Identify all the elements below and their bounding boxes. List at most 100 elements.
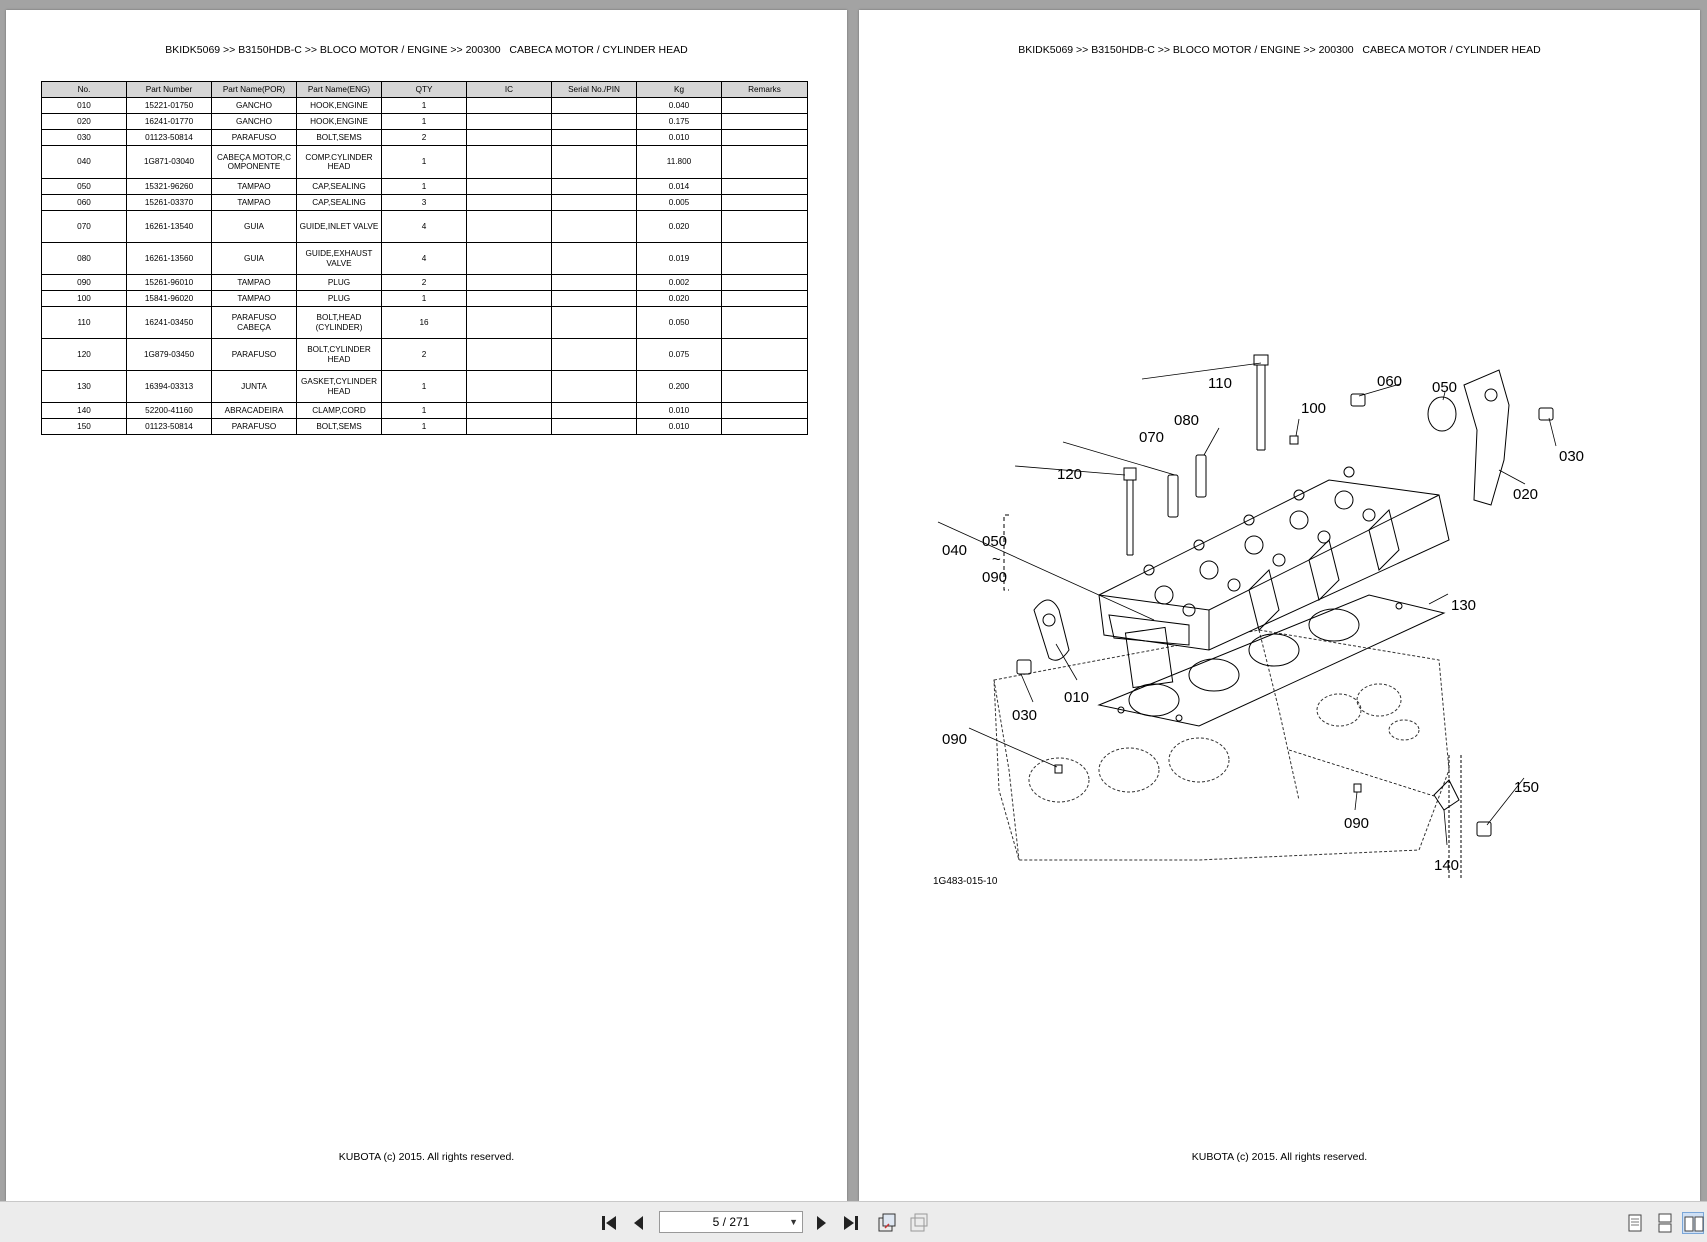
table-row: 080 16261-13560 GUIA GUIDE,EXHAUST VALVE…	[41, 242, 808, 275]
cell-part-number: 15221-01750	[126, 97, 212, 114]
cell-serial	[551, 274, 637, 291]
cell-name-eng: BOLT,HEAD (CYLINDER)	[296, 306, 382, 339]
exploded-parts-diagram: 010 020 030 030 040 050 ~ 090 050 060 07…	[933, 354, 1584, 887]
prev-page-icon[interactable]	[628, 1212, 650, 1234]
callout-080: 080	[1174, 412, 1199, 429]
cell-ic	[466, 306, 552, 339]
cell-remarks	[721, 338, 808, 371]
sealing-cap-large	[1427, 396, 1457, 432]
cell-no: 130	[41, 370, 127, 403]
column-header: IC	[466, 81, 552, 98]
cell-kg: 0.014	[636, 178, 722, 195]
cell-no: 010	[41, 97, 127, 114]
two-page-icon[interactable]	[1682, 1212, 1704, 1234]
callout-070: 070	[1139, 429, 1164, 446]
plug-090-side	[1353, 783, 1362, 793]
table-row: 070 16261-13540 GUIA GUIDE,INLET VALVE 4…	[41, 210, 808, 243]
cell-name-por: ABRACADEIRA	[211, 402, 297, 419]
callout-060: 060	[1377, 373, 1402, 390]
table-row: 090 15261-96010 TAMPAO PLUG 2 0.002	[41, 274, 808, 291]
sems-bolt-rear	[1538, 407, 1554, 421]
continuous-page-icon[interactable]	[1654, 1212, 1676, 1234]
first-page-icon[interactable]	[598, 1212, 620, 1234]
cell-name-por: JUNTA	[211, 370, 297, 403]
table-row: 060 15261-03370 TAMPAO CAP,SEALING 3 0.0…	[41, 194, 808, 211]
cell-no: 050	[41, 178, 127, 195]
engine-hook-front	[1033, 599, 1070, 661]
page-number-select[interactable]: 5 / 271 ▼	[659, 1211, 803, 1233]
chevron-down-icon[interactable]: ▼	[789, 1217, 798, 1227]
cell-name-eng: PLUG	[296, 290, 382, 307]
cell-remarks	[721, 274, 808, 291]
cell-kg: 0.010	[636, 402, 722, 419]
cell-remarks	[721, 290, 808, 307]
cell-remarks	[721, 194, 808, 211]
cell-part-number: 15261-03370	[126, 194, 212, 211]
cell-kg: 0.010	[636, 418, 722, 435]
table-header-row: No. Part Number Part Name(POR) Part Name…	[41, 81, 808, 98]
cell-ic	[466, 194, 552, 211]
cell-name-eng: BOLT,CYLINDER HEAD	[296, 338, 382, 371]
cell-remarks	[721, 113, 808, 130]
cell-name-eng: GUIDE,INLET VALVE	[296, 210, 382, 243]
table-row: 050 15321-96260 TAMPAO CAP,SEALING 1 0.0…	[41, 178, 808, 195]
cell-ic	[466, 418, 552, 435]
inlet-valve-guide	[1167, 474, 1179, 518]
cell-name-por: GUIA	[211, 210, 297, 243]
cell-name-eng: CLAMP,CORD	[296, 402, 382, 419]
cell-qty: 16	[381, 306, 467, 339]
table-row: 100 15841-96020 TAMPAO PLUG 1 0.020	[41, 290, 808, 307]
viewer-toolbar: 5 / 271 ▼	[0, 1201, 1707, 1242]
callout-090-front: 090	[942, 731, 967, 748]
plug-090-front	[1054, 764, 1063, 774]
callout-090-side: 090	[1344, 815, 1369, 832]
cell-kg: 0.019	[636, 242, 722, 275]
cell-name-eng: CAP,SEALING	[296, 178, 382, 195]
cell-serial	[551, 178, 637, 195]
fit-width-icon[interactable]	[908, 1212, 930, 1234]
cell-name-eng: HOOK,ENGINE	[296, 113, 382, 130]
engine-hook-rear	[1463, 369, 1510, 506]
cell-part-number: 15261-96010	[126, 274, 212, 291]
cell-serial	[551, 290, 637, 307]
callout-140: 140	[1434, 857, 1459, 874]
callout-tilde: ~	[992, 551, 1001, 568]
fit-page-icon[interactable]	[876, 1212, 898, 1234]
callout-100: 100	[1301, 400, 1326, 417]
table-row: 140 52200-41160 ABRACADEIRA CLAMP,CORD 1…	[41, 402, 808, 419]
group-bracket	[1003, 514, 1009, 591]
cell-remarks	[721, 402, 808, 419]
figure-code: 1G483-015-10	[933, 876, 998, 887]
column-header: No.	[41, 81, 127, 98]
cell-remarks	[721, 129, 808, 146]
cell-qty: 1	[381, 113, 467, 130]
cell-remarks	[721, 97, 808, 114]
cell-serial	[551, 338, 637, 371]
cell-remarks	[721, 178, 808, 195]
cell-part-number: 16241-01770	[126, 113, 212, 130]
table-row: 130 16394-03313 JUNTA GASKET,CYLINDER HE…	[41, 370, 808, 403]
cell-kg: 0.005	[636, 194, 722, 211]
cell-part-number: 01123-50814	[126, 418, 212, 435]
cell-kg: 0.200	[636, 370, 722, 403]
page-footer: KUBOTA (c) 2015. All rights reserved.	[1191, 1151, 1368, 1163]
cell-name-por: PARAFUSO CABEÇA	[211, 306, 297, 339]
cell-remarks	[721, 306, 808, 339]
cell-name-eng: HOOK,ENGINE	[296, 97, 382, 114]
cell-name-eng: CAP,SEALING	[296, 194, 382, 211]
last-page-icon[interactable]	[840, 1212, 862, 1234]
cell-no: 140	[41, 402, 127, 419]
cell-no: 120	[41, 338, 127, 371]
cell-no: 080	[41, 242, 127, 275]
head-bolt-long	[1253, 354, 1269, 451]
cell-serial	[551, 97, 637, 114]
next-page-icon[interactable]	[810, 1212, 832, 1234]
cell-ic	[466, 97, 552, 114]
cell-kg: 0.010	[636, 129, 722, 146]
cell-name-por: TAMPAO	[211, 194, 297, 211]
cell-name-por: TAMPAO	[211, 178, 297, 195]
single-page-icon[interactable]	[1624, 1212, 1646, 1234]
cell-part-number: 16241-03450	[126, 306, 212, 339]
cell-remarks	[721, 210, 808, 243]
cell-name-por: TAMPAO	[211, 274, 297, 291]
